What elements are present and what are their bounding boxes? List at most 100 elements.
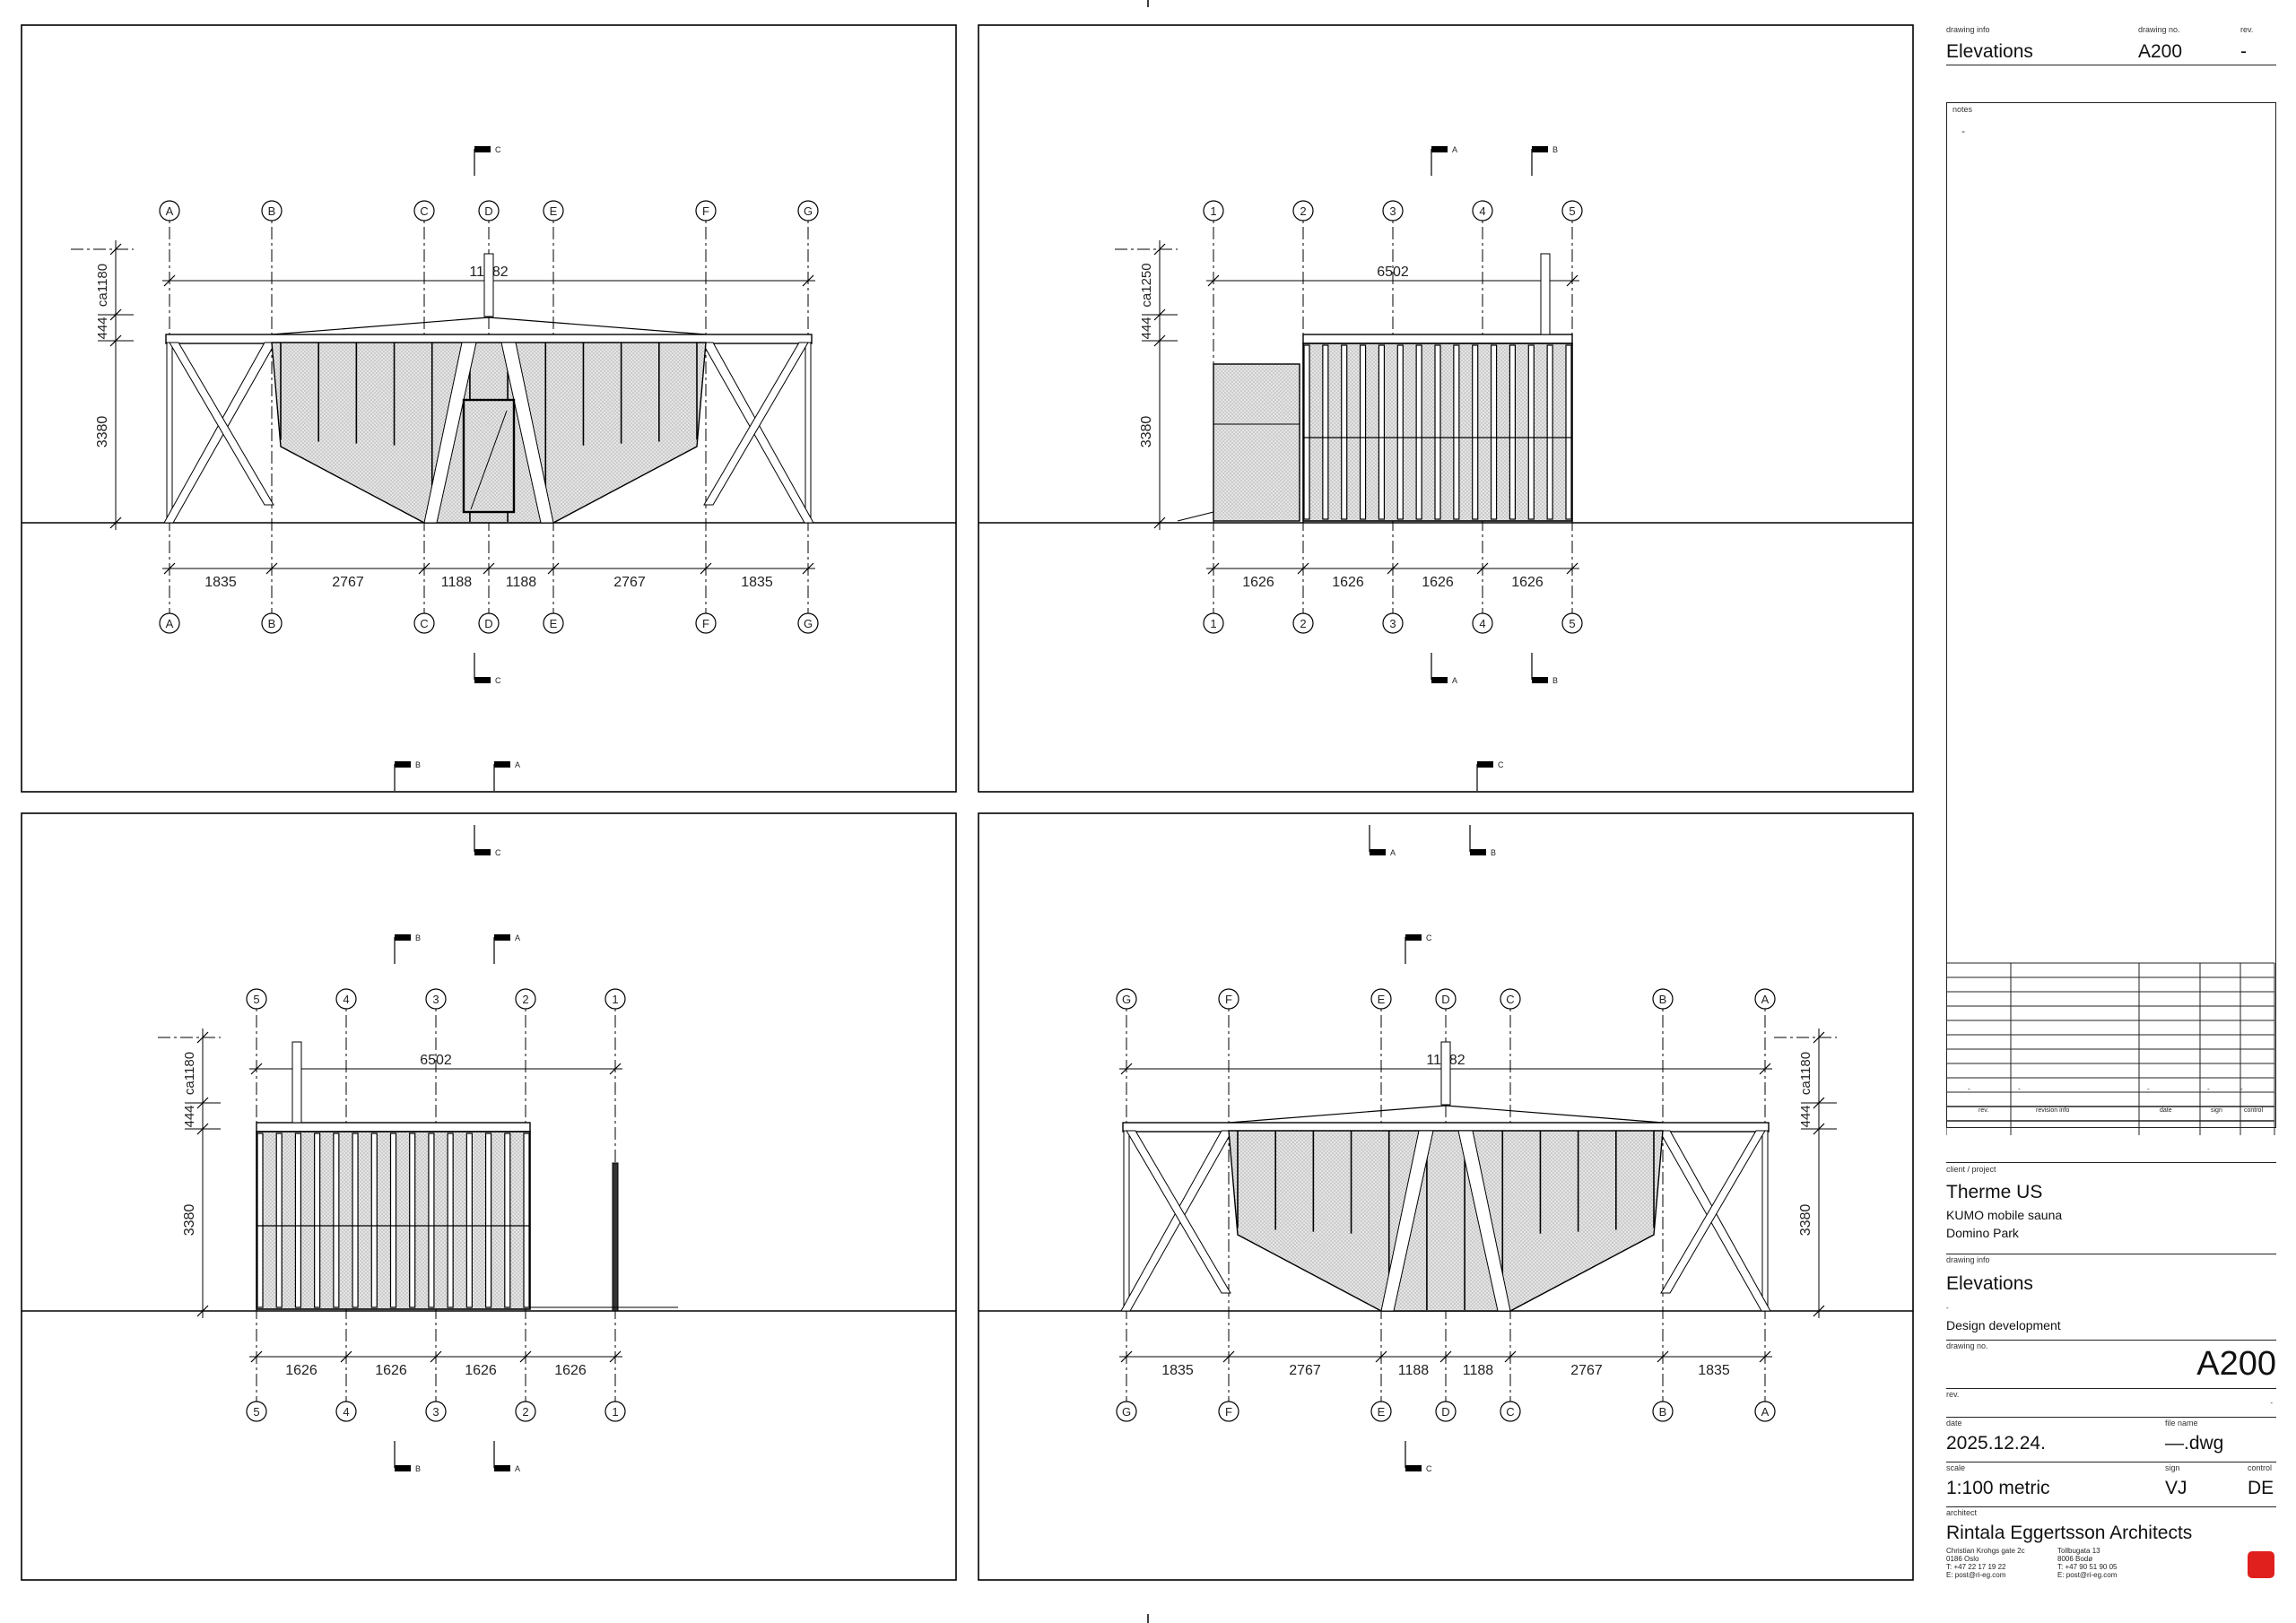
segment-dimension: 2767 (1570, 1363, 1603, 1378)
grid-label: C (420, 204, 428, 218)
grid-bubble (1561, 200, 1583, 221)
roof-slab (256, 1122, 531, 1133)
grid-label: B (268, 617, 276, 630)
chimney (1540, 253, 1551, 335)
section-label: B (1491, 848, 1496, 857)
title-block: drawing info drawing no. rev. Elevations… (1946, 23, 2276, 1584)
side-panel (1213, 363, 1300, 522)
height-dimension-top: ca1180 (95, 264, 110, 307)
height-dimension: 3380 (182, 1204, 197, 1237)
vertical-rib (370, 1133, 378, 1308)
grid-bubble (515, 988, 536, 1010)
segment-dimension: 1835 (741, 575, 773, 590)
vertical-rib (1378, 344, 1386, 520)
grid-bubble (1500, 988, 1521, 1010)
revision-table (1946, 962, 2275, 1135)
elevation-south: GGFFEEDDCCBBAA11582183527671188118827671… (978, 988, 1913, 1422)
segment-dimension: 1188 (1398, 1363, 1430, 1378)
grid-label: G (1122, 1405, 1131, 1419)
section-label: C (1498, 760, 1504, 769)
sheet-title: Elevations (1946, 41, 2033, 62)
sign-value: VJ (2165, 1478, 2187, 1498)
corner-post (804, 342, 812, 524)
grid-bubble (1218, 988, 1239, 1010)
grid-label: G (804, 617, 813, 630)
vertical-rib (1453, 344, 1460, 520)
grid-label: F (702, 204, 709, 218)
section-marker (1405, 934, 1422, 941)
roof-slab (1302, 334, 1573, 344)
grid-label: B (1659, 1405, 1667, 1419)
brace (1126, 1130, 1231, 1294)
grid-bubble (159, 200, 180, 221)
grid-label: F (1225, 1405, 1232, 1419)
section-marker (1405, 1465, 1422, 1471)
height-dimension-top: ca1180 (182, 1052, 197, 1095)
segment-dimension: 1626 (1242, 575, 1274, 590)
height-dimension-top: ca1180 (1798, 1052, 1813, 1095)
drawing-title: Elevations (1946, 1273, 2033, 1294)
segment-dimension: 1626 (1422, 575, 1454, 590)
vertical-rib (294, 1133, 302, 1308)
grid-label: 3 (432, 1405, 439, 1419)
rev-col-control: control (2244, 1107, 2264, 1114)
address-oslo-phone: T: +47 22 17 19 22 (1946, 1563, 2006, 1571)
grid-label: 4 (343, 993, 349, 1006)
grid-bubble (695, 200, 717, 221)
grid-label: 2 (1300, 204, 1306, 218)
segment-dimension: 1626 (375, 1363, 407, 1378)
grid-bubble (1292, 200, 1314, 221)
grid-label: 3 (1389, 204, 1396, 218)
grid-label: C (420, 617, 428, 630)
control-label: control (2248, 1463, 2273, 1472)
vertical-rib (1434, 344, 1441, 520)
grid-bubble (478, 200, 500, 221)
section-marker (494, 1465, 510, 1471)
rev-val-info: - (2018, 1085, 2021, 1093)
address-oslo-email: E: post@ri-eg.com (1946, 1571, 2006, 1579)
segment-dimension: 2767 (613, 575, 646, 590)
segment-dimension: 1188 (506, 575, 537, 590)
date-value: 2025.12.24. (1946, 1433, 2046, 1454)
grid-bubble (335, 988, 357, 1010)
grid-bubble (604, 1401, 626, 1422)
grid-bubble (1472, 200, 1493, 221)
grid-label: 2 (1300, 617, 1306, 630)
section-marker (1431, 146, 1448, 152)
section-label: A (515, 760, 520, 769)
sauna-body (1228, 1130, 1664, 1312)
grid-bubble (695, 612, 717, 634)
file-value: —.dwg (2165, 1433, 2224, 1454)
section-marker (1470, 849, 1486, 855)
segment-dimension: 1626 (1332, 575, 1364, 590)
grid-bubble (1754, 988, 1776, 1010)
vertical-rib (333, 1133, 340, 1308)
height-dimension-mid: 444 (95, 317, 110, 339)
grid-bubble (1652, 1401, 1674, 1422)
grid-label: E (550, 204, 558, 218)
segment-dimension: 2767 (332, 575, 364, 590)
section-marker (494, 761, 510, 768)
grid-bubble (1292, 612, 1314, 634)
grid-label: B (268, 204, 276, 218)
grid-label: 2 (522, 1405, 528, 1419)
vertical-rib (484, 1133, 492, 1308)
grid-label: 5 (253, 1405, 259, 1419)
strut (500, 342, 554, 524)
project-site: Domino Park (1946, 1226, 2019, 1240)
grid-label: 4 (1479, 617, 1485, 630)
brace (1120, 1130, 1233, 1312)
grid-label: 1 (612, 1405, 618, 1419)
chimney (291, 1041, 302, 1124)
brace (169, 342, 274, 506)
grid-label: D (484, 204, 492, 218)
rev-label: rev. (2240, 25, 2254, 34)
address-oslo-line2: 0186 Oslo (1946, 1555, 1979, 1563)
drawing-subtitle: - (1946, 1304, 1949, 1312)
grid-bubble (261, 612, 283, 634)
date-label: date (1946, 1419, 1962, 1428)
grid-label: A (166, 204, 174, 218)
vertical-rib (314, 1133, 321, 1308)
section-marker (474, 849, 491, 855)
